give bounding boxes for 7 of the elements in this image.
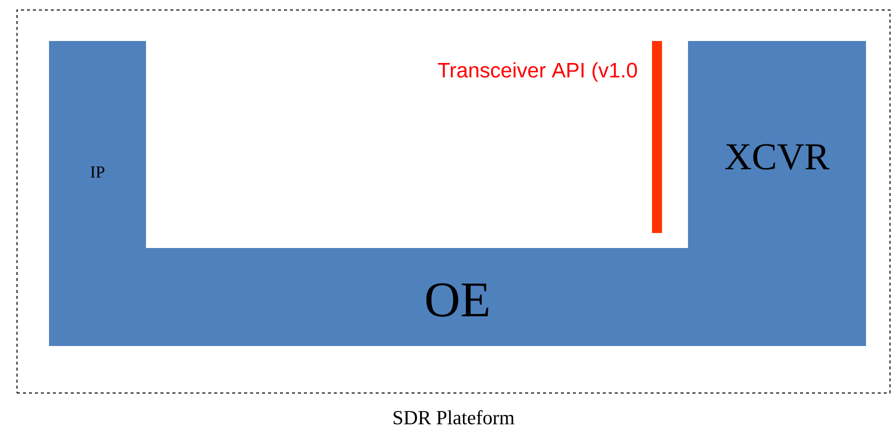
- node-label: IP: [90, 166, 104, 178]
- node-label: XCVR: [725, 144, 830, 170]
- node-label: Transceiver API (v1.0: [438, 62, 637, 82]
- node-label: SDR Plateform: [394, 410, 514, 424]
- block: IP: [49, 41, 146, 248]
- block: XCVR: [688, 41, 866, 248]
- interface-bar: Transceiver API (v1.0: [438, 41, 662, 233]
